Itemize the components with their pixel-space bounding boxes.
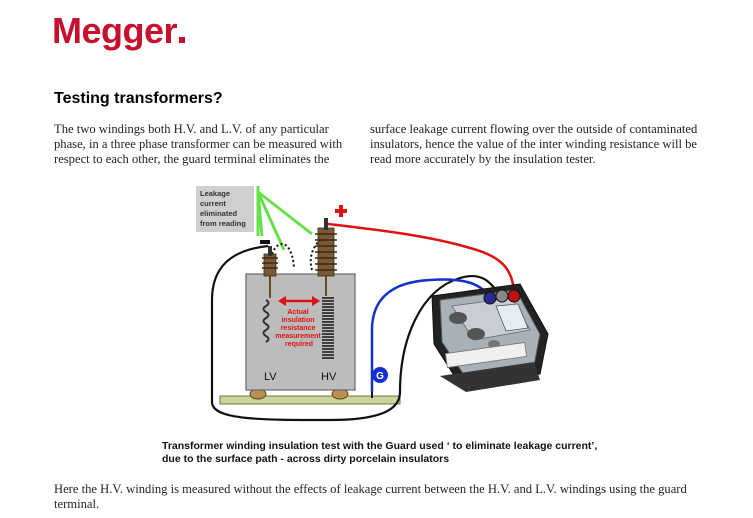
leakage-line-1: Leakage	[200, 189, 230, 198]
hv-label: HV	[321, 371, 337, 383]
lv-winding	[262, 299, 270, 343]
plus-terminal-icon: +	[335, 205, 347, 217]
intro-right-column: surface leakage current flowing over the…	[370, 122, 698, 166]
leakage-line-2: current	[200, 199, 226, 208]
positive-lead	[327, 222, 516, 297]
figure-caption: Transformer winding insulation test with…	[162, 440, 597, 466]
transformer-base	[219, 395, 401, 405]
surface-path-hv	[309, 239, 321, 271]
hv-winding	[322, 297, 334, 359]
insulation-label-line-4: measurement	[275, 333, 321, 340]
negative-lead	[210, 244, 501, 422]
insulation-label-line-1: Actual	[287, 309, 308, 316]
logo-text: Megger	[52, 10, 178, 51]
insulation-label-line-2: insulation	[281, 317, 314, 324]
hv-bushing	[315, 218, 337, 296]
leakage-box	[196, 186, 254, 232]
intro-left-column: The two windings both H.V. and L.V. of a…	[54, 122, 343, 166]
caption-line-2: due to the surface path - across dirty p…	[162, 453, 450, 465]
transformer-tank	[245, 273, 356, 391]
page-title: Testing transformers?	[54, 90, 223, 107]
caption-line-1: Transformer winding insulation test with…	[162, 440, 598, 452]
megger-logo: Megger	[52, 10, 186, 51]
leakage-box-text: Leakage current eliminated from reading	[200, 189, 246, 228]
guard-badge-text: G	[376, 371, 384, 382]
insulation-arrow	[278, 296, 320, 306]
minus-terminal-icon: -	[260, 240, 270, 244]
insulation-label: Actual insulation resistance measurement…	[275, 309, 322, 348]
lv-bushing	[262, 246, 278, 298]
footer-paragraph: Here the H.V. winding is measured withou…	[54, 482, 687, 511]
surface-path-lv	[271, 243, 295, 269]
leakage-path-lines	[256, 186, 313, 251]
guard-lead	[370, 278, 490, 392]
insulation-tester-icon	[431, 283, 549, 392]
leakage-line-4: from reading	[200, 219, 246, 228]
lv-label: LV	[264, 371, 277, 383]
insulation-label-line-5: required	[285, 341, 313, 348]
insulation-label-line-3: resistance	[281, 325, 316, 332]
leakage-line-3: eliminated	[200, 209, 238, 218]
logo-dot	[179, 37, 186, 43]
guard-badge	[372, 367, 388, 383]
